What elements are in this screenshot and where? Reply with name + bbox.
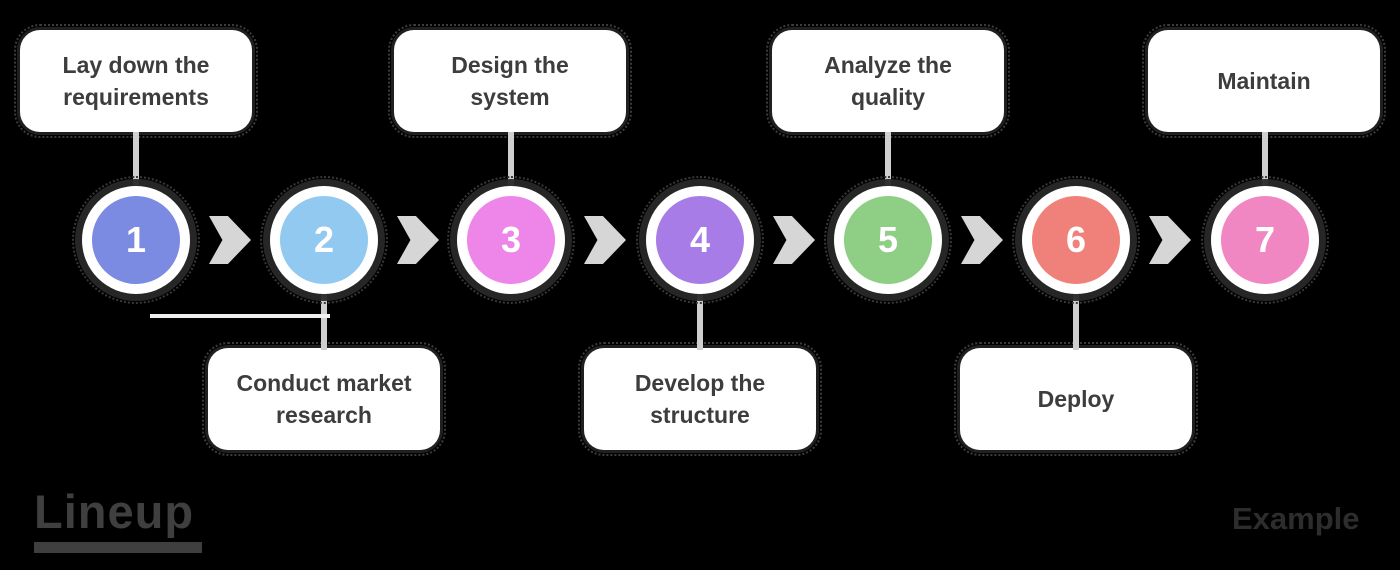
step-6-circle: 6: [1012, 176, 1140, 304]
step-6-number: 6: [1065, 219, 1087, 260]
lineup-logo-underline: [34, 542, 202, 553]
step-4-number: 4: [689, 219, 711, 260]
lineup-logo: Lineup: [34, 485, 195, 538]
step-4-label: Develop the structure: [634, 369, 766, 428]
step-3-label-box: Design the system: [388, 24, 632, 138]
step-4-label-box: Develop the structure: [578, 342, 822, 456]
step-2-label-box: Conduct market research: [202, 342, 446, 456]
connector-circle6-box6: [1073, 292, 1079, 350]
step-7-number: 7: [1254, 219, 1276, 260]
step-6-label-box: Deploy: [954, 342, 1198, 456]
example-watermark: Example: [1232, 501, 1360, 536]
step-5-number: 5: [877, 219, 899, 260]
step-7-label-box: Maintain: [1142, 24, 1386, 138]
step-7-label: Maintain: [1217, 67, 1311, 94]
arrow-right-icon: [961, 216, 1003, 264]
arrow-right-icon: [584, 216, 626, 264]
step-5-circle: 5: [824, 176, 952, 304]
step-6-label: Deploy: [1037, 385, 1115, 412]
step-5-label-box: Analyze the quality: [766, 24, 1010, 138]
step-1-label-box: Lay down the requirements: [14, 24, 258, 138]
connector-box5-circle5: [885, 132, 891, 188]
step-1-label: Lay down the requirements: [62, 51, 210, 110]
step-2-label: Conduct market research: [236, 369, 412, 428]
connector-box1-circle1: [133, 132, 139, 188]
step-1-circle: 1: [72, 176, 200, 304]
step-7-circle: 7: [1201, 176, 1329, 304]
connector-box7-circle7: [1262, 132, 1268, 188]
step-3-number: 3: [500, 219, 522, 260]
arrow-right-icon: [1149, 216, 1191, 264]
step-3-label: Design the system: [451, 51, 569, 110]
connector-circle2-box2: [321, 292, 327, 350]
step-2-number: 2: [313, 219, 335, 260]
connector-circle1-horizontal-line: [150, 314, 330, 318]
step-5-label: Analyze the quality: [824, 51, 952, 110]
arrow-right-icon: [397, 216, 439, 264]
step-4-circle: 4: [636, 176, 764, 304]
arrow-right-icon: [209, 216, 251, 264]
connector-box3-circle3: [508, 132, 514, 188]
arrow-right-icon: [773, 216, 815, 264]
step-2-circle: 2: [260, 176, 388, 304]
step-1-number: 1: [125, 219, 147, 260]
step-3-circle: 3: [447, 176, 575, 304]
connector-circle4-box4: [697, 292, 703, 350]
